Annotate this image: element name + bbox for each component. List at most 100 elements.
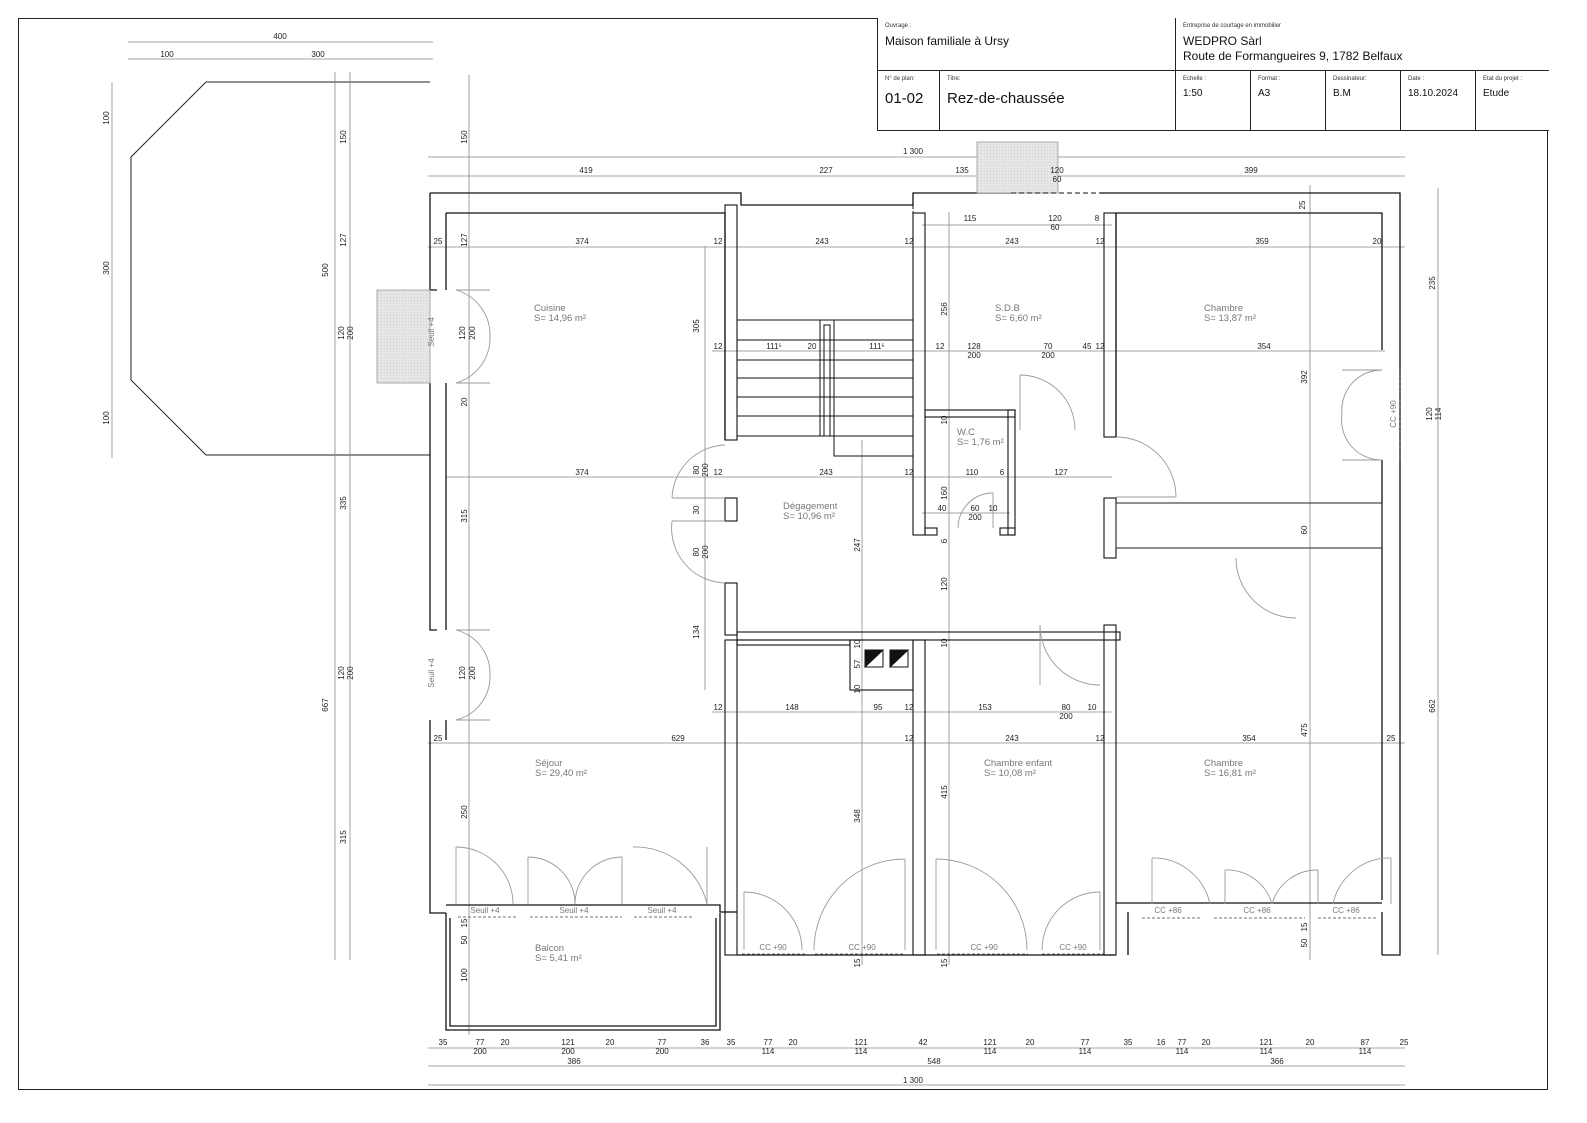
ouvrage-label: Ouvrage : [885,23,912,29]
dimension-label: 45 [1083,342,1092,351]
dimension-label: 120 [940,577,949,591]
etat-value: Etude [1483,88,1510,99]
dimension-label: 127 [339,233,348,247]
ventilation-shafts [864,649,910,669]
entreprise-label: Entreprise de courtage en immobilier [1183,23,1282,29]
dimension-label: 200 [561,1047,575,1056]
dimension-label: 415 [940,785,949,799]
dimension-label: 87 [1361,1038,1370,1047]
format-label: Format : [1258,76,1281,82]
dimension-label: 243 [819,468,833,477]
dimension-label: 200 [655,1047,669,1056]
dimension-label: 662 [1428,699,1437,713]
dimension-label: 12 [1096,237,1105,246]
dimension-label: 110 [966,468,979,477]
room-name: W.C [957,427,975,438]
dimension-label: 335 [339,496,348,510]
dimension-label: 150 [460,130,469,144]
dimension-label: 100 [460,968,469,982]
dessinateur-value: B.M [1333,88,1351,99]
dimension-label: 366 [1270,1057,1284,1066]
light-wells [376,141,1059,384]
etat-cell: Etat du projet : Etude [1476,71,1549,131]
date-label: Date : [1408,76,1425,82]
dimension-label: 400 [273,32,287,41]
dimension-label: 200 [701,545,710,559]
dimension-label: 243 [815,237,829,246]
dimension-label: 20 [1202,1038,1211,1047]
dimension-label: 12 [714,468,723,477]
room-area: S= 5,41 m² [535,953,582,964]
dimension-label: 15 [853,958,862,967]
dimension-label: 10 [1088,703,1097,712]
dimension-label: 114 [1176,1047,1189,1056]
dimension-label: 114 [855,1047,868,1056]
dimension-label: 12 [905,237,914,246]
dimension-label: 200 [1059,712,1073,721]
dimension-label: 16 [1157,1038,1166,1047]
dimension-label: 200 [468,666,477,680]
dimension-label: 374 [575,237,589,246]
sill-label: Seuil +4 [559,906,589,915]
dimension-label: 121 [1259,1038,1273,1047]
dimension-label: 80 [1062,703,1071,712]
dimension-label: 114 [1079,1047,1092,1056]
dimension-label: 153 [978,703,992,712]
room-area: S= 14,96 m² [534,313,586,324]
dimension-label: 667 [321,698,330,712]
dimension-label: 12 [905,703,914,712]
dessinateur-label: Dessinateur: [1333,76,1367,82]
dimension-label: 200 [468,326,477,340]
dimension-label: 160 [940,486,949,500]
titre-value: Rez-de-chaussée [947,90,1065,107]
dimension-label: 77 [764,1038,773,1047]
dimension-lines [111,41,1439,1086]
plan-number: 01-02 [885,90,924,107]
dimension-label: 247 [853,538,862,552]
dimension-label: 200 [967,351,981,360]
room-area: S= 1,76 m² [957,437,1004,448]
dimension-label: 475 [1300,723,1309,737]
dimension-label: 148 [785,703,799,712]
dimension-label: 50 [460,935,469,944]
dimension-label: 135 [955,166,969,175]
dimension-label: 305 [692,319,701,333]
dimension-label: 12 [1096,342,1105,351]
room-name: S.D.B [995,303,1020,314]
dimension-label: 315 [460,509,469,523]
dimension-label: 120 [1048,214,1062,223]
dimension-label: 35 [439,1038,448,1047]
dimension-label: 127 [460,233,469,247]
room-area: S= 29,40 m² [535,768,587,779]
dimension-label: 134 [692,625,701,639]
format-value: A3 [1258,88,1271,99]
entreprise-address: Route de Formangueires 9, 1782 Belfaux [1183,49,1403,63]
ouvrage-cell: Ouvrage : Maison familiale à Ursy [878,18,1176,71]
dimension-label: 12 [936,342,945,351]
sill-label: CC +90 [759,943,787,952]
room-name: Cuisine [534,303,566,314]
etat-label: Etat du projet : [1483,76,1523,82]
sill-label: Seuil +4 [427,317,436,347]
dimension-label: 50 [1300,938,1309,947]
dimension-label: 15 [460,918,469,927]
dimension-label: 25 [434,237,443,246]
dimension-label: 10 [940,415,949,424]
dimension-label: 25 [434,734,443,743]
dimension-label: 243 [1005,734,1019,743]
dimension-label: 10 [989,504,998,513]
echelle-label: Echelle : [1183,76,1207,82]
dimension-label: 114 [1260,1047,1273,1056]
room-label: S.D.BS= 6,60 m² [995,303,1042,324]
echelle-value: 1:50 [1183,88,1203,99]
dimension-label: 114 [984,1047,997,1056]
dimension-label: 243 [1005,237,1019,246]
dimension-label: 250 [460,805,469,819]
titre-cell: Titre: Rez-de-chaussée [940,71,1176,131]
dimension-label: 114 [1359,1047,1372,1056]
dimension-label: 354 [1257,342,1271,351]
plan-number-cell: N° de plan: 01-02 [878,71,940,131]
